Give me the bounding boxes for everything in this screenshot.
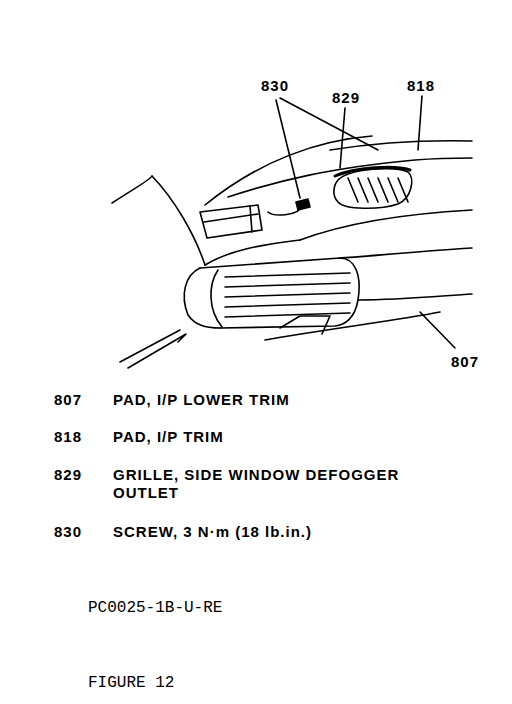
upper-pad-line [228, 158, 472, 197]
screw [296, 199, 310, 210]
callout-number: 829 [54, 466, 82, 484]
leader-line [280, 98, 378, 150]
callout-number: 818 [54, 428, 82, 446]
grille-slats [348, 178, 408, 202]
lower-outlet [200, 258, 359, 328]
slat [368, 178, 378, 202]
slat [225, 283, 350, 287]
part-name: SCREW, 3 N·m (18 lb.in.) [113, 523, 312, 541]
steering-column [120, 330, 180, 362]
callout-number: 818 [407, 77, 435, 95]
defogger-grille [334, 169, 412, 209]
side-outlet-slat [250, 206, 252, 232]
screw-recess [268, 208, 300, 215]
pad-lower-edge [300, 210, 472, 240]
grille-rim [335, 167, 410, 176]
pillar-line [112, 176, 152, 203]
slat [398, 178, 408, 202]
slat [225, 303, 350, 307]
slat [225, 313, 350, 317]
side-outlet-slat [204, 214, 258, 222]
part-name: PAD, I/P TRIM [113, 428, 224, 446]
lower-pad-bottom [265, 312, 440, 340]
leader-line [340, 108, 345, 168]
slat [348, 178, 358, 202]
slat [225, 273, 350, 277]
slat [388, 178, 398, 202]
callout-number: 829 [332, 89, 360, 107]
callout-number: 807 [451, 353, 479, 371]
callout-number: 830 [54, 523, 82, 541]
outlet-bezel [211, 270, 222, 327]
upper-pad-top [330, 141, 472, 150]
figure-number: FIGURE 12 [88, 674, 174, 692]
callout-number: 807 [54, 391, 82, 409]
leader-line [418, 96, 422, 150]
slat [378, 178, 388, 202]
lower-pad-top [340, 248, 472, 258]
steering-column [128, 334, 186, 368]
part-name: GRILLE, SIDE WINDOW DEFOGGER OUTLET [113, 466, 463, 502]
side-outlet-left [200, 205, 262, 238]
pillar-edge [152, 176, 205, 265]
lower-pad-edge [358, 294, 472, 300]
leader-line [276, 100, 300, 198]
slat [358, 178, 368, 202]
callout-number: 830 [261, 77, 289, 95]
leader-line [420, 312, 455, 348]
figure-code: PC0025-1B-U-RE [88, 599, 222, 617]
slat [225, 293, 350, 297]
part-name: PAD, I/P LOWER TRIM [113, 391, 290, 409]
outlet-slats [225, 273, 350, 317]
